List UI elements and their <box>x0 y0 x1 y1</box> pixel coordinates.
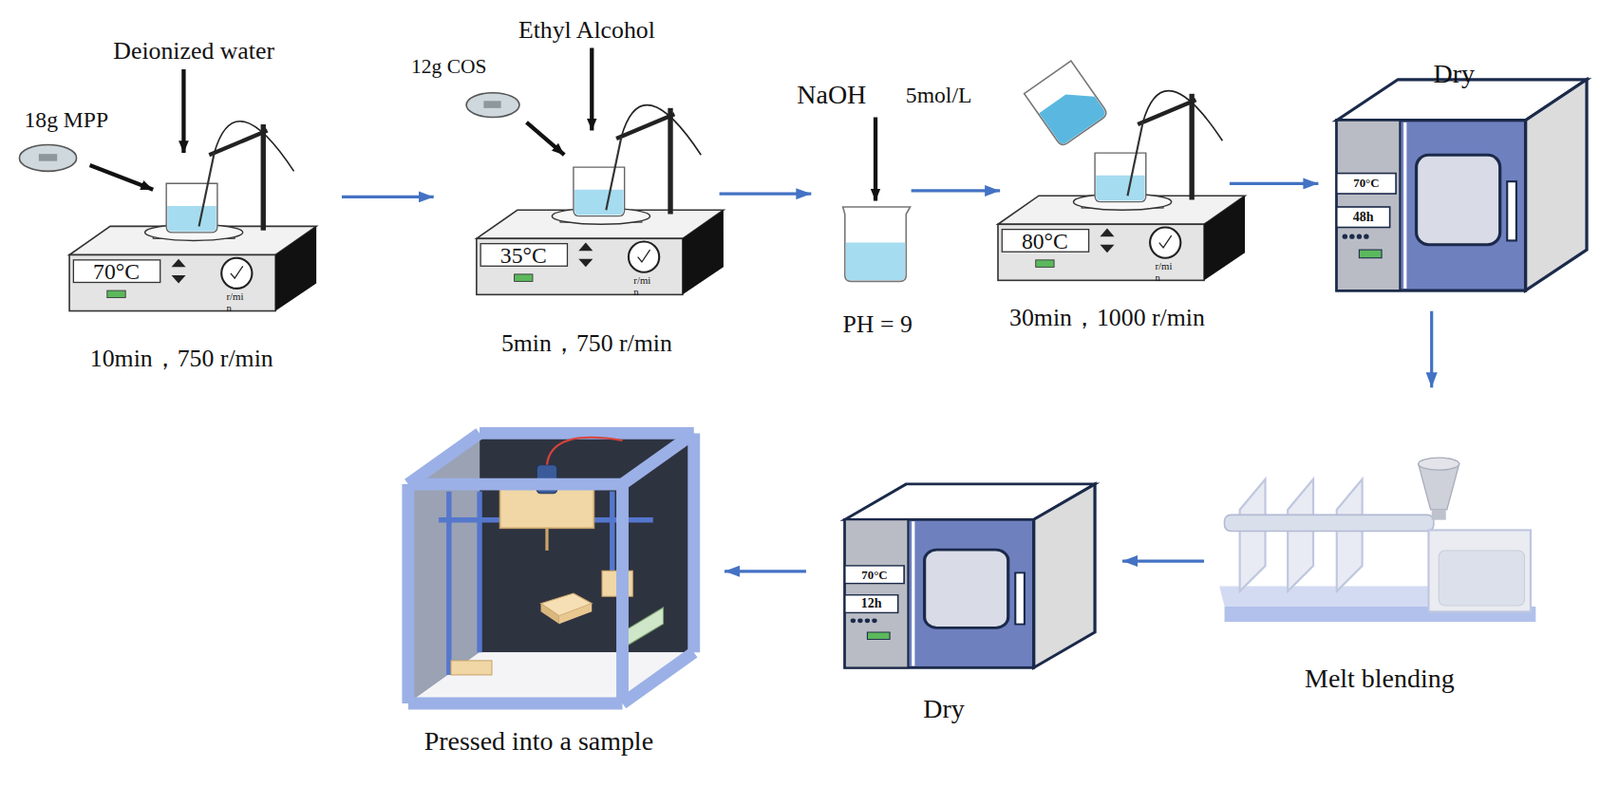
printer-art <box>408 697 623 711</box>
printer-art <box>546 437 623 466</box>
printer-art <box>616 484 629 704</box>
drying-step: 70°C 12hDry <box>806 479 1123 730</box>
step-label: Pressed into a sample <box>424 727 654 757</box>
melt-blending-step: Melt blending <box>1204 387 1542 699</box>
extruder-art <box>1219 586 1429 607</box>
oven-setting: 70°C <box>1353 176 1379 190</box>
magnetic-stirrer <box>69 121 317 312</box>
step-four-art <box>997 60 1245 281</box>
step-label: 10min，750 r/min <box>90 345 274 374</box>
step-label: Ethyl Alcohol <box>518 17 656 45</box>
printer-art <box>408 652 695 704</box>
magnetic-stirrer <box>476 105 724 296</box>
petri-dish <box>466 93 520 118</box>
step-label: 18g MPP <box>24 106 110 132</box>
extruder-art <box>1438 550 1525 606</box>
extruder-art <box>1240 479 1266 592</box>
step-three-art <box>843 117 911 283</box>
step-label: PH = 9 <box>843 310 913 339</box>
feed-arrow <box>589 47 594 131</box>
mixing-step: Deionized water 18g MPP 70°C r/mi n 10min，75… <box>15 19 342 388</box>
pouring-beaker <box>1024 60 1110 148</box>
extruder-art <box>1431 509 1447 521</box>
flow-arrow <box>724 569 807 573</box>
step-label: 12g COS <box>411 55 487 78</box>
step-label: 30min，1000 r/min <box>1009 304 1205 333</box>
pouring-beaker <box>1024 60 1110 148</box>
printer-art <box>408 432 480 485</box>
pouring-beaker <box>1038 81 1108 147</box>
step-label: Deionized water <box>112 37 275 65</box>
drying-oven <box>1336 79 1587 291</box>
step-label: NaOH <box>796 79 866 110</box>
step-label: Melt blending <box>1304 663 1455 694</box>
step-label: 70°C <box>93 259 140 284</box>
powder-sample <box>38 153 57 162</box>
beaker <box>843 207 911 282</box>
reaction-step: 80°C r/mi n 30min，1000 r/min <box>999 71 1230 337</box>
drying-oven <box>845 484 1095 668</box>
flow-arrow <box>1229 182 1318 186</box>
solution <box>846 243 905 282</box>
pressing-step: Pressed into a sample <box>402 428 725 766</box>
printer-art <box>541 603 560 624</box>
extruder-art <box>1418 457 1460 471</box>
printer-art <box>476 491 482 654</box>
printer-art <box>451 660 492 676</box>
ph-adjust-step: NaOH5mol/LPH = 9 <box>810 81 911 342</box>
printer-art <box>559 603 592 624</box>
flow-arrow <box>1430 311 1433 389</box>
powder-sample <box>483 100 501 109</box>
gauge-unit: r/mi n <box>633 274 659 298</box>
extruder-art <box>1287 479 1314 592</box>
step-two-art <box>466 47 724 295</box>
step-label: 35°C <box>500 242 547 267</box>
step-label: Dry <box>922 694 964 724</box>
step-label: 80°C <box>1021 227 1069 253</box>
oven-setting: 48h <box>1353 209 1375 226</box>
feed-arrow <box>873 117 878 202</box>
step-one-art <box>18 69 317 312</box>
feed-arrow <box>527 122 565 155</box>
oven-setting: 70°C <box>861 568 887 583</box>
extruder-art <box>1428 529 1530 612</box>
printer-art <box>479 432 695 653</box>
printer-art <box>687 432 700 653</box>
printer-art <box>408 478 623 491</box>
feed-arrow <box>90 165 154 190</box>
flow-arrow <box>719 192 812 196</box>
gauge-unit: r/mi n <box>1154 260 1180 283</box>
printer-art <box>622 432 695 485</box>
drying-step: Dry 70°C 48h <box>1317 56 1592 312</box>
flow-arrow <box>911 188 1001 192</box>
printer-art <box>408 432 695 704</box>
flow-arrow <box>1122 559 1205 563</box>
step-label: 5mol/L <box>905 82 973 108</box>
gauge-unit: r/mi n <box>226 290 252 314</box>
magnetic-stirrer <box>997 91 1245 282</box>
extruder-art <box>1418 464 1460 510</box>
printer-art <box>622 652 695 704</box>
step-label: Dry <box>1433 59 1475 90</box>
extruder-art <box>1219 457 1536 622</box>
oven-setting: 12h <box>861 596 883 612</box>
extruder-art <box>1224 514 1434 531</box>
feed-arrow <box>181 69 186 153</box>
step-label: 5min，750 r/min <box>501 330 673 358</box>
printer-art <box>545 527 548 551</box>
petri-dish <box>18 144 76 171</box>
oven-art <box>845 79 1587 669</box>
printer-art <box>401 484 415 704</box>
extruder-art <box>1336 479 1363 592</box>
flow-arrow <box>341 195 434 199</box>
mixing-step: Ethyl Alcohol12g COS35°Cr/mi n5min，750 r… <box>433 10 720 363</box>
